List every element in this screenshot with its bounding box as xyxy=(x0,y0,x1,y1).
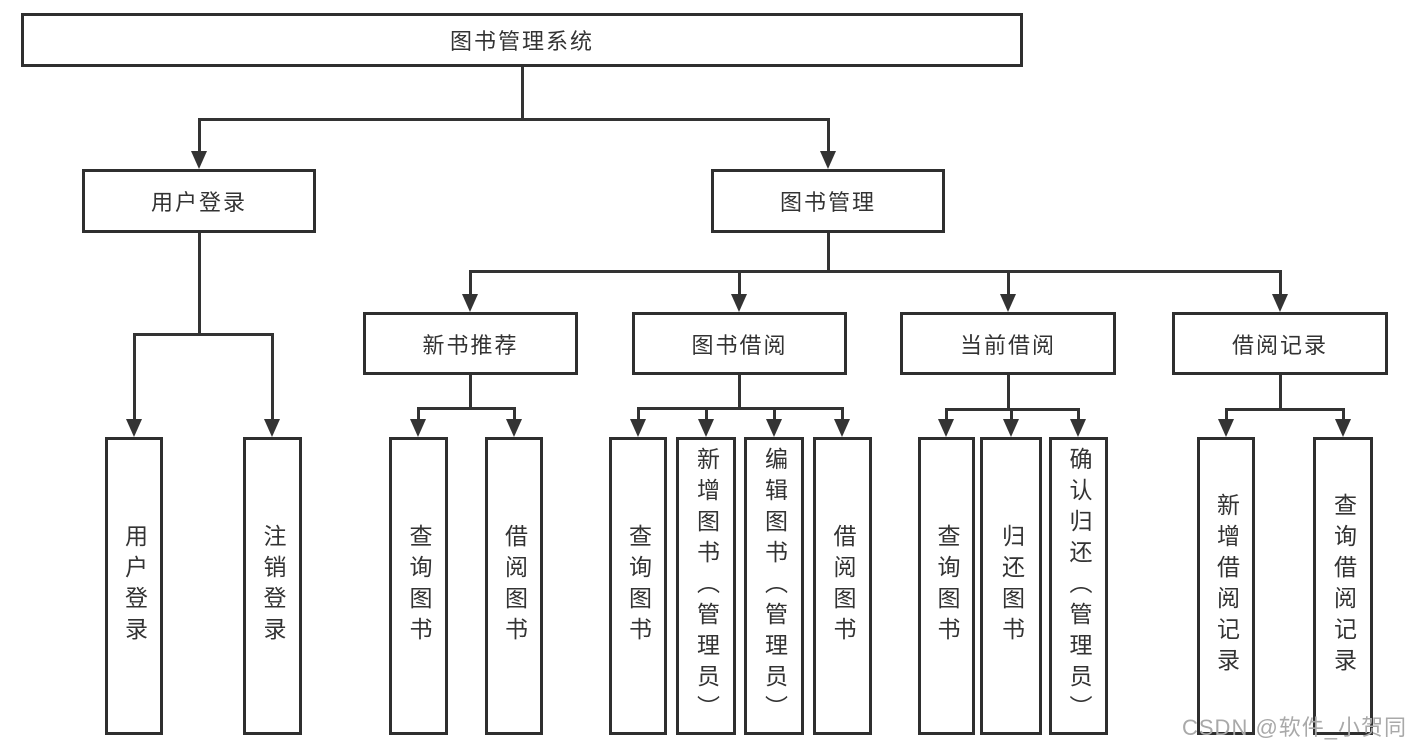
connector-line xyxy=(468,270,472,300)
leaf-query-borrow-record: 查询借阅记录 xyxy=(1313,437,1373,735)
connector-line xyxy=(1278,270,1282,300)
leaf-user-login: 用户登录 xyxy=(105,437,163,735)
leaf-add-books-admin: 新增图书（管理员） xyxy=(676,437,736,735)
arrowhead-down-icon xyxy=(506,419,522,437)
leaf-query-books-borrowing: 查询图书 xyxy=(609,437,667,735)
leaf-return-books: 归还图书 xyxy=(980,437,1042,735)
arrowhead-down-icon xyxy=(1335,419,1351,437)
arrowhead-down-icon xyxy=(264,419,280,437)
connector-line xyxy=(520,67,524,121)
connector-line xyxy=(737,270,741,300)
node-current-borrowing: 当前借阅 xyxy=(900,312,1116,375)
connector-line xyxy=(132,333,274,336)
arrowhead-down-icon xyxy=(820,151,836,169)
node-library-management-system: 图书管理系统 xyxy=(21,13,1023,67)
connector-line xyxy=(468,375,472,410)
connector-line xyxy=(944,408,948,425)
connector-line xyxy=(468,270,1282,273)
connector-line xyxy=(1006,375,1010,411)
connector-line xyxy=(1006,270,1010,300)
connector-line xyxy=(840,407,844,425)
arrowhead-down-icon xyxy=(126,419,142,437)
connector-line xyxy=(636,407,640,425)
connector-line xyxy=(1076,408,1080,425)
arrowhead-down-icon xyxy=(1003,419,1019,437)
arrowhead-down-icon xyxy=(1272,294,1288,312)
connector-line xyxy=(197,233,201,336)
arrowhead-down-icon xyxy=(462,294,478,312)
node-user-login: 用户登录 xyxy=(82,169,316,233)
connector-line xyxy=(704,407,708,425)
connector-line xyxy=(826,118,830,157)
arrowhead-down-icon xyxy=(191,151,207,169)
arrowhead-down-icon xyxy=(938,419,954,437)
arrowhead-down-icon xyxy=(766,419,782,437)
connector-line xyxy=(737,375,741,410)
arrowhead-down-icon xyxy=(410,419,426,437)
connector-line xyxy=(636,407,844,410)
connector-line xyxy=(416,407,516,410)
leaf-logout: 注销登录 xyxy=(243,437,302,735)
node-new-book-recommendation: 新书推荐 xyxy=(363,312,578,375)
leaf-confirm-return-admin: 确认归还（管理员） xyxy=(1049,437,1108,735)
connector-line xyxy=(197,118,830,121)
leaf-query-books-current: 查询图书 xyxy=(918,437,975,735)
arrowhead-down-icon xyxy=(834,419,850,437)
arrowhead-down-icon xyxy=(698,419,714,437)
connector-line xyxy=(1224,408,1228,425)
connector-line xyxy=(197,118,201,157)
connector-line xyxy=(512,407,516,425)
connector-line xyxy=(1224,408,1345,411)
connector-line xyxy=(1009,408,1013,425)
leaf-borrow-books-recommend: 借阅图书 xyxy=(485,437,543,735)
node-book-management: 图书管理 xyxy=(711,169,945,233)
node-borrowing-records: 借阅记录 xyxy=(1172,312,1388,375)
arrowhead-down-icon xyxy=(731,294,747,312)
leaf-borrow-books: 借阅图书 xyxy=(813,437,872,735)
connector-line xyxy=(826,233,830,273)
connector-line xyxy=(416,407,420,425)
leaf-add-borrow-record: 新增借阅记录 xyxy=(1197,437,1255,735)
connector-line xyxy=(772,407,776,425)
node-book-borrowing: 图书借阅 xyxy=(632,312,847,375)
connector-line xyxy=(1278,375,1282,411)
watermark: CSDN @软件_小贺同学 xyxy=(1182,715,1405,740)
connector-line xyxy=(270,333,274,425)
arrowhead-down-icon xyxy=(1000,294,1016,312)
leaf-edit-books-admin: 编辑图书（管理员） xyxy=(744,437,804,735)
arrowhead-down-icon xyxy=(1218,419,1234,437)
connector-line xyxy=(1341,408,1345,425)
leaf-query-books-recommend: 查询图书 xyxy=(389,437,448,735)
arrowhead-down-icon xyxy=(630,419,646,437)
connector-line xyxy=(132,333,136,425)
arrowhead-down-icon xyxy=(1070,419,1086,437)
